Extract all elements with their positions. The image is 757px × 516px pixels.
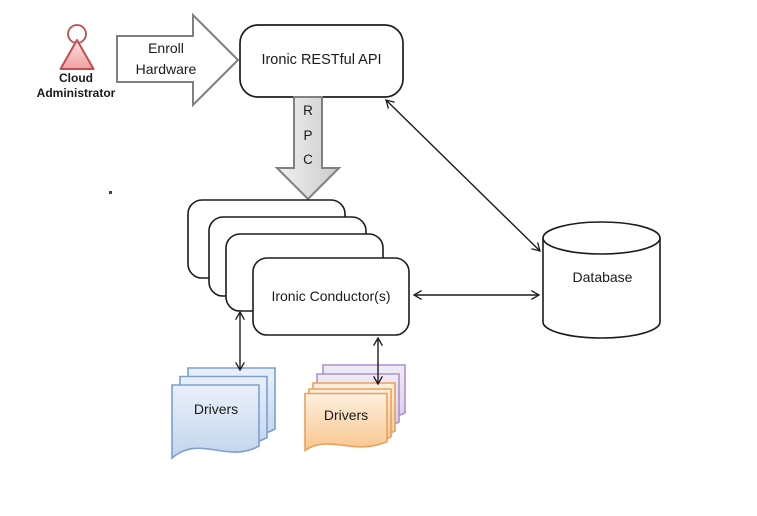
drivers-blue-stack [171, 367, 276, 460]
orange-doc-front [304, 392, 388, 453]
database-cylinder [542, 221, 661, 339]
actor-body [59, 39, 95, 70]
rpc-block-arrow [274, 96, 342, 201]
blue-doc-front [171, 384, 260, 460]
arrow-api-database [385, 99, 541, 252]
stray-dot [109, 191, 112, 194]
connector-arrows [235, 99, 541, 386]
drivers-orange-stack [304, 364, 406, 453]
conductor-box-front [252, 257, 410, 336]
enroll-hardware-block-arrow [116, 12, 240, 108]
cloud-administrator-icon [59, 24, 95, 70]
database-cylinder-body [542, 237, 661, 339]
conductor-stack [187, 199, 410, 336]
database-cylinder-top [542, 221, 661, 255]
ironic-restful-api-box [239, 24, 404, 98]
